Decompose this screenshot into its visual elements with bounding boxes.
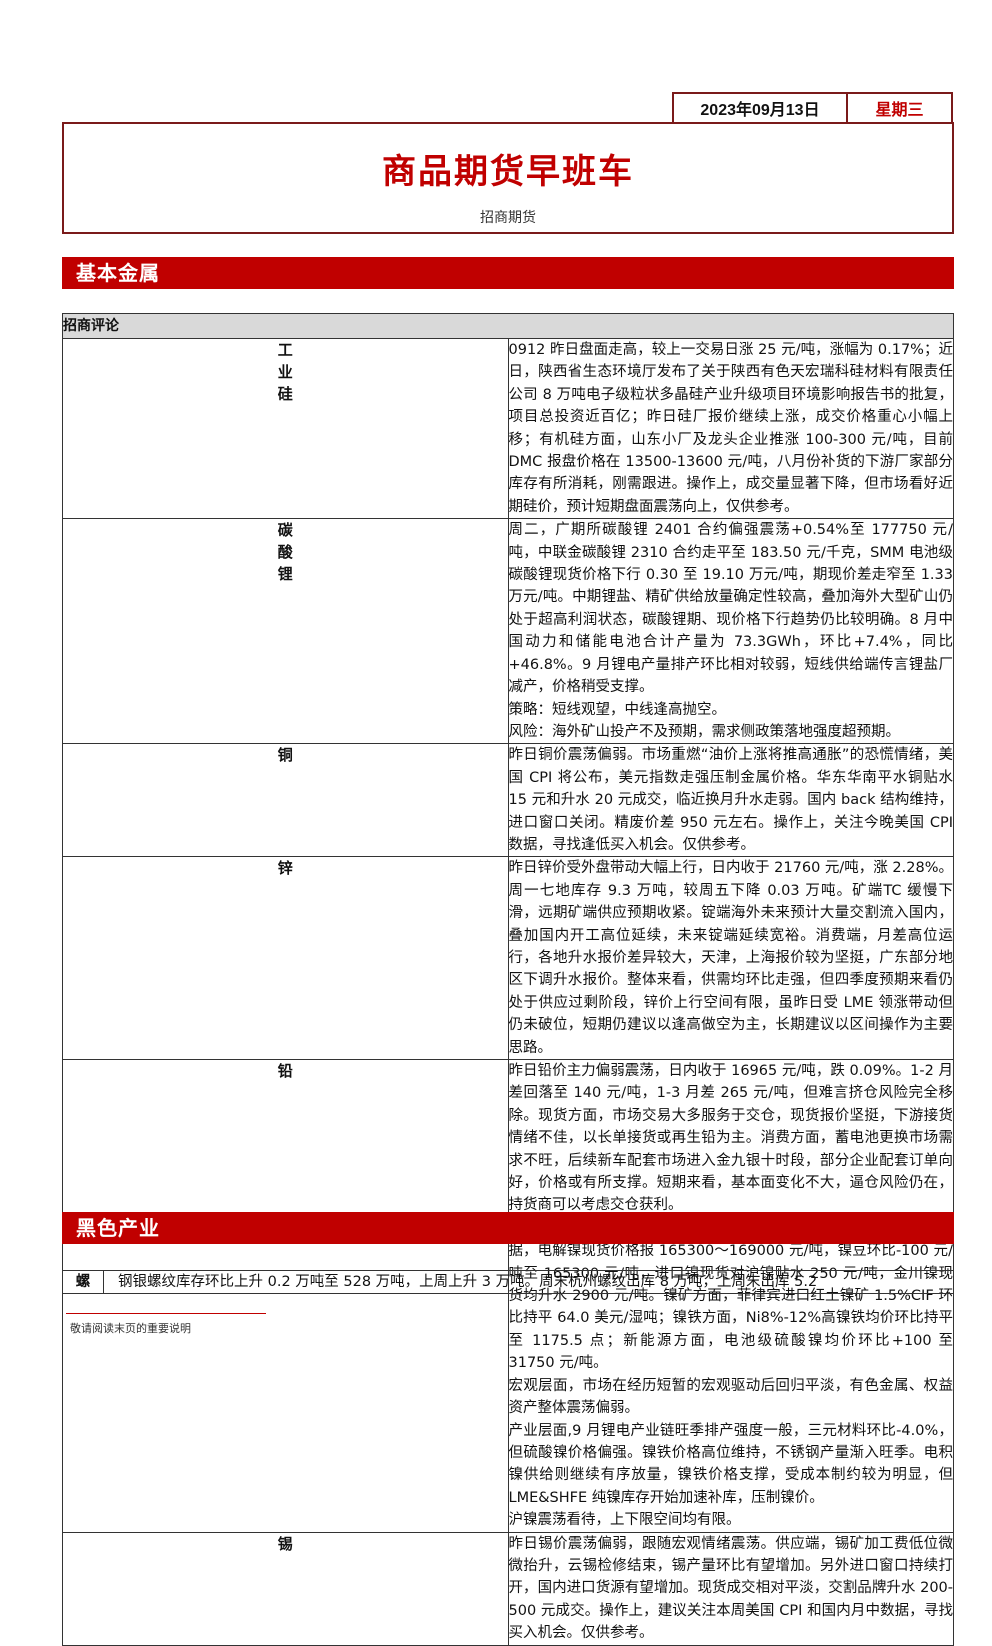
row-paragraph: 昨日锌价受外盘带动大幅上行，日内收于 21760 元/吨，涨 2.28%。周一七… (508, 860, 954, 1056)
row-label: 碳酸锂 (62, 518, 509, 745)
footer-divider (66, 1313, 266, 1314)
row-label: 锌 (62, 856, 509, 1060)
section-basic-metals: 基本金属 (62, 257, 954, 289)
report-date: 2023年09月13日 (674, 94, 848, 122)
row-paragraph: 宏观层面，市场在经历短暂的宏观驱动后回归平淡，有色金属、权益资产整体震荡偏弱。 (508, 1377, 954, 1417)
table-row: 镍周二，沪镍 10 合约尾盘快速走低收至 162170 元/吨。据 SMM 数据… (62, 1216, 954, 1533)
row-content: 周二，广期所碳酸锂 2401 合约偏强震荡+0.54%至 177750 元/吨，… (507, 518, 954, 745)
row-paragraph: 产业层面,9 月锂电产业链旺季排产强度一般，三元材料环比-4.0%，但硫酸镍价格… (508, 1422, 954, 1506)
row-content: 0912 昨日盘面走高，较上一交易日涨 25 元/吨，涨幅为 0.17%；近日，… (507, 337, 954, 520)
row-label: 铅 (62, 1059, 509, 1218)
row-content: 昨日铅价主力偏弱震荡，日内收于 16965 元/吨，跌 0.09%。1-2 月差… (507, 1059, 954, 1218)
date-box: 2023年09月13日 星期三 (672, 92, 953, 122)
row-label-char: 酸 (277, 543, 293, 562)
row-paragraph: 昨日铜价震荡偏弱。市场重燃“油价上涨将推高通胀”的恐慌情绪，美国 CPI 将公布… (508, 747, 954, 853)
row-content: 昨日锡价震荡偏弱，跟随宏观情绪震荡。供应端，锡矿加工费低位微微抬升，云锡检修结束… (507, 1531, 954, 1646)
section-black: 黑色产业 (62, 1212, 954, 1244)
row-paragraph: 风险：海外矿山投产不及预期，需求侧政策落地强度超预期。 (508, 723, 901, 740)
black-table: 螺 钢银螺纹库存环比上升 0.2 万吨至 528 万吨，上周上升 3 万吨。周末… (62, 1270, 954, 1294)
row-label-char: 锂 (277, 565, 293, 584)
report-weekday: 星期三 (875, 100, 924, 119)
report-title: 商品期货早班车 (382, 152, 634, 192)
row-label-char: 碳 (277, 521, 293, 540)
row-paragraph: 昨日铅价主力偏弱震荡，日内收于 16965 元/吨，跌 0.09%。1-2 月差… (508, 1063, 954, 1214)
footer-note: 敬请阅读末页的重要说明 (70, 1322, 191, 1335)
table-row: 锡 昨日锡价震荡偏弱，跟随宏观情绪震荡。供应端，锡矿加工费低位微微抬升，云锡检修结… (62, 1531, 954, 1646)
row-label-char: 硅 (277, 385, 293, 403)
row-label-char: 锡 (277, 1534, 293, 1553)
row-label-char: 工 (277, 341, 293, 359)
row-label-char: 业 (277, 363, 293, 381)
row-content: 昨日铜价震荡偏弱。市场重燃“油价上涨将推高通胀”的恐慌情绪，美国 CPI 将公布… (507, 743, 954, 858)
table-header-row: 招商评论 (62, 313, 954, 339)
table-row: 锌 昨日锌价受外盘带动大幅上行，日内收于 21760 元/吨，涨 2.28%。周一… (62, 856, 954, 1060)
row-label-char: 铜 (277, 746, 293, 765)
row-label: 工业硅 (62, 337, 509, 520)
table-row: 碳酸锂周二，广期所碳酸锂 2401 合约偏强震荡+0.54%至 177750 元… (62, 518, 954, 745)
report-publisher: 招商期货 (480, 210, 536, 226)
row-label-char: 铅 (277, 1062, 293, 1080)
row-label: 锡 (62, 1531, 509, 1646)
row-paragraph: 沪镍震荡看待，上下限空间均有限。 (508, 1512, 741, 1529)
table-row: 铜 昨日铜价震荡偏弱。市场重燃“油价上涨将推高通胀”的恐慌情绪，美国 CPI 将公… (62, 743, 954, 858)
row-label-char: 锌 (277, 859, 293, 878)
row-label: 铜 (62, 743, 509, 858)
row-label: 螺 (62, 1270, 104, 1294)
report-header: 商品期货早班车 招商期货 (62, 122, 954, 234)
table-row: 铅 昨日铅价主力偏弱震荡，日内收于 16965 元/吨，跌 0.09%。1-2 月… (62, 1059, 954, 1218)
row-content: 钢银螺纹库存环比上升 0.2 万吨至 528 万吨，上周上升 3 万吨。周末杭州… (103, 1270, 954, 1294)
row-content: 昨日锌价受外盘带动大幅上行，日内收于 21760 元/吨，涨 2.28%。周一七… (507, 856, 954, 1060)
row-paragraph: 周二，广期所碳酸锂 2401 合约偏强震荡+0.54%至 177750 元/吨，… (508, 522, 954, 696)
table-row: 螺 钢银螺纹库存环比上升 0.2 万吨至 528 万吨，上周上升 3 万吨。周末… (62, 1270, 954, 1294)
row-label: 镍 (62, 1216, 509, 1533)
table-header: 招商评论 (62, 313, 954, 339)
row-paragraph: 策略：短线观望，中线逢高抛空。 (508, 701, 727, 718)
row-content: 周二，沪镍 10 合约尾盘快速走低收至 162170 元/吨。据 SMM 数据，… (507, 1216, 954, 1533)
row-paragraph: 昨日锡价震荡偏弱，跟随宏观情绪震荡。供应端，锡矿加工费低位微微抬升，云锡检修结束… (508, 1535, 954, 1642)
row-paragraph: 0912 昨日盘面走高，较上一交易日涨 25 元/吨，涨幅为 0.17%；近日，… (508, 342, 954, 515)
